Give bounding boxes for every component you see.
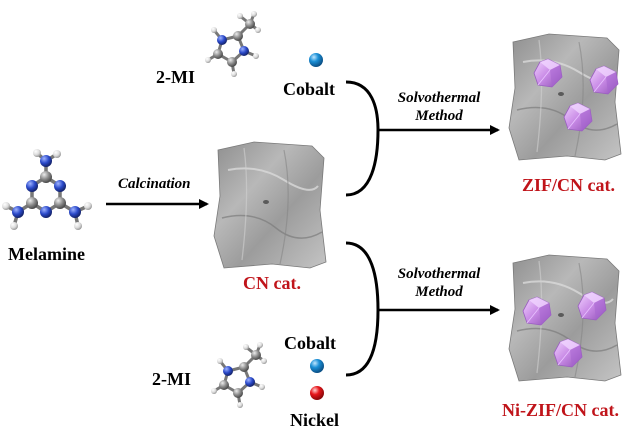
2-methylimidazole-molecule-icon bbox=[211, 342, 267, 408]
two-mi-label-bottom: 2-MI bbox=[152, 369, 191, 389]
merge-curve-bottom-upper bbox=[345, 241, 380, 311]
method-label-top: Method bbox=[415, 108, 463, 124]
cobalt-sphere-icon bbox=[309, 53, 323, 67]
melamine-molecule-icon bbox=[2, 149, 92, 230]
nickel-sphere-icon bbox=[310, 386, 324, 400]
merge-curve-bottom-lower bbox=[345, 309, 380, 377]
solvothermal-label-top: Solvothermal bbox=[397, 90, 481, 106]
two-mi-label-top: 2-MI bbox=[156, 67, 195, 87]
cn-nanosheet-image bbox=[213, 141, 327, 269]
merge-curve-top-upper bbox=[345, 80, 380, 131]
merge-curve-top-lower bbox=[345, 129, 380, 197]
method-label-bottom: Method bbox=[415, 284, 463, 300]
nickel-label: Nickel bbox=[290, 410, 339, 430]
cobalt-label-top: Cobalt bbox=[283, 79, 336, 99]
cobalt-label-bottom: Cobalt bbox=[284, 333, 337, 353]
cobalt-sphere-icon bbox=[310, 359, 324, 373]
zif-cn-product-image bbox=[508, 33, 622, 161]
calcination-label: Calcination bbox=[118, 176, 191, 192]
ni-zif-cn-product-image bbox=[508, 254, 622, 382]
solvothermal-label-bottom: Solvothermal bbox=[397, 266, 481, 282]
melamine-label: Melamine bbox=[8, 244, 85, 264]
cn-cat-label: CN cat. bbox=[243, 273, 301, 293]
2-methylimidazole-molecule-icon bbox=[205, 11, 261, 77]
zif-cn-cat-label: ZIF/CN cat. bbox=[522, 175, 615, 195]
ni-zif-cn-cat-label: Ni-ZIF/CN cat. bbox=[502, 400, 619, 420]
